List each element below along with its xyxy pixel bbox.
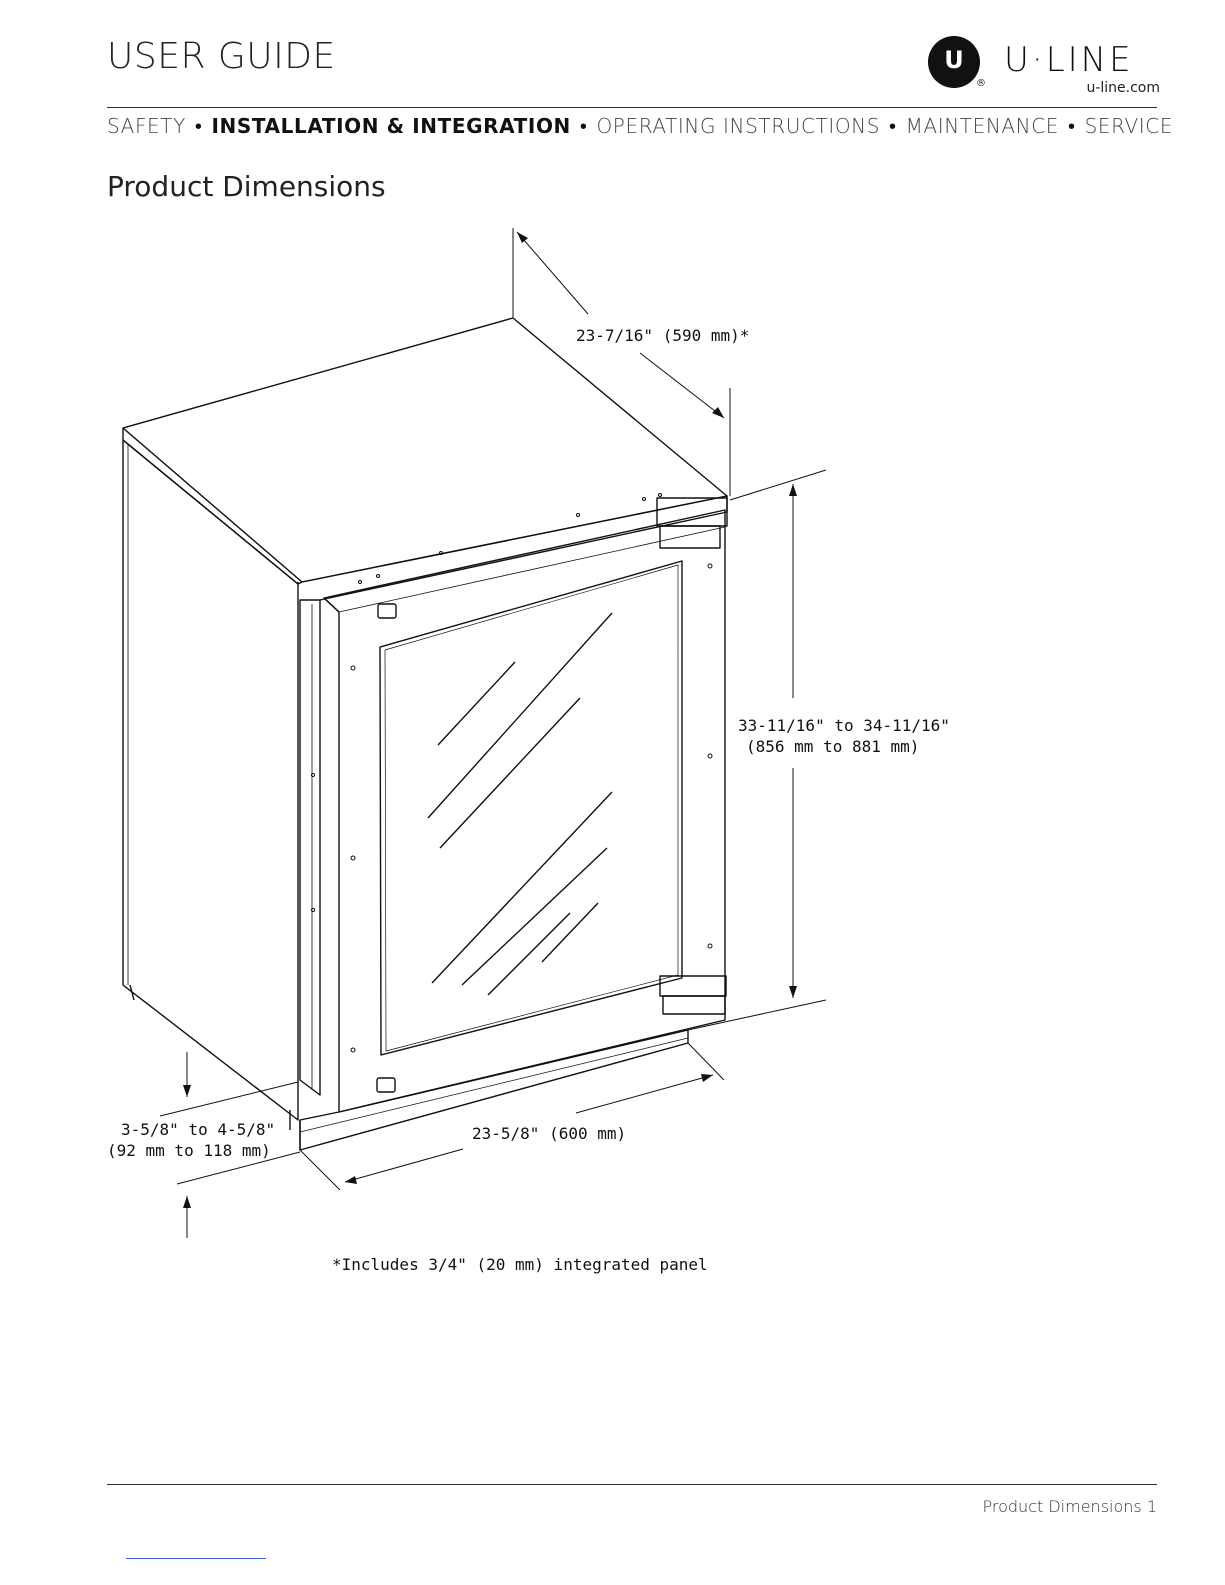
nav-item-safety: SAFETY (107, 114, 186, 138)
toe-kick-label-imperial: 3-5/8" to 4-5/8" (121, 1120, 276, 1139)
header-divider (107, 107, 1157, 108)
brand-wordmark: U·LINE (1004, 40, 1134, 80)
registered-mark: ® (976, 78, 986, 89)
nav-item-operating: OPERATING INSTRUCTIONS (596, 114, 881, 138)
door-panel (323, 509, 726, 1113)
brand-mark-icon: U (928, 36, 980, 88)
height-label-imperial: 33-11/16" to 34-11/16" (738, 716, 950, 735)
nav-separator: • (194, 114, 203, 138)
nav-separator: • (579, 114, 588, 138)
footer-divider (107, 1484, 1157, 1485)
depth-label: 23-7/16" (590 mm)* (576, 326, 750, 345)
brand-url: u-line.com (1086, 80, 1160, 96)
width-dimension-line (575, 1074, 714, 1114)
footnote: *Includes 3/4" (20 mm) integrated panel (332, 1255, 708, 1274)
toe-kick-label-metric: (92 mm to 118 mm) (107, 1141, 271, 1160)
width-label: 23-5/8" (600 mm) (472, 1124, 627, 1143)
nav-separator: • (889, 114, 897, 138)
door-glass (379, 560, 683, 1056)
document-title: USER GUIDE (107, 36, 336, 77)
cabinet-side (122, 439, 299, 1121)
nav-item-installation: INSTALLATION & INTEGRATION (211, 114, 571, 138)
nav-separator: • (1068, 114, 1076, 138)
depth-dimension-line (516, 231, 589, 315)
brand-mark-letter: U (944, 46, 964, 74)
section-navigation: SAFETY • INSTALLATION & INTEGRATION • OP… (107, 114, 1173, 139)
nav-item-service: SERVICE (1084, 114, 1174, 138)
height-label-metric: (856 mm to 881 mm) (746, 737, 920, 756)
section-title: Product Dimensions (107, 170, 386, 203)
brand-logo: U ® U·LINE u-line.com (928, 36, 1160, 98)
footer-link-underline (126, 1558, 266, 1559)
cabinet-top (122, 317, 728, 583)
footer-page-label: Product Dimensions 1 (982, 1497, 1157, 1516)
nav-item-maintenance: MAINTENANCE (905, 114, 1060, 138)
